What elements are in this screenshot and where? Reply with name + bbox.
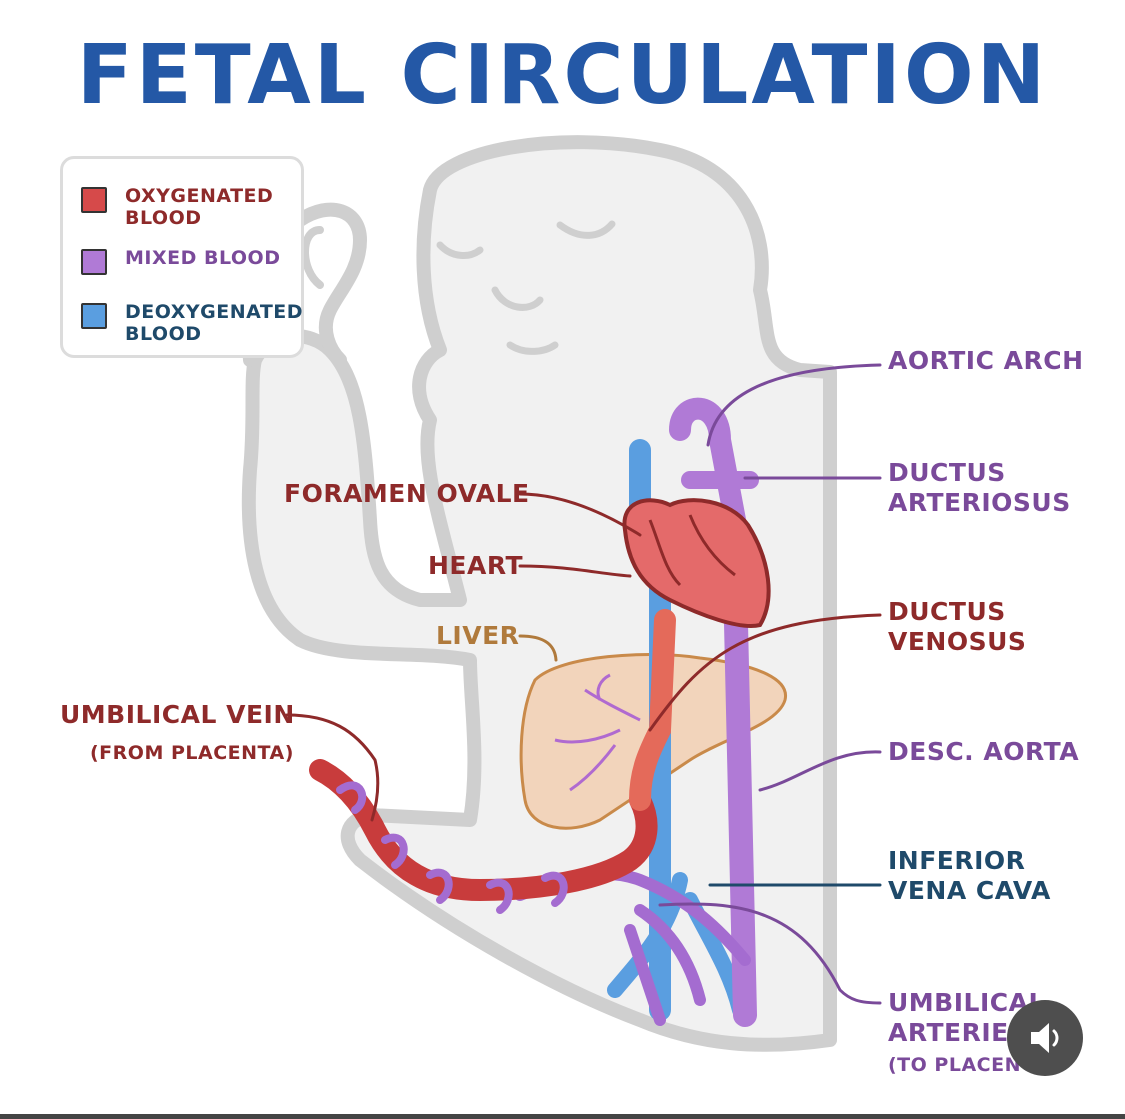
label-umbilical-arteries: UMBILICAL ARTERIES <box>888 988 1045 1047</box>
sound-toggle-button[interactable] <box>1007 1000 1083 1076</box>
heart-chambers <box>648 514 736 587</box>
fetus-ear <box>301 226 324 289</box>
label-desc-aorta: DESC. AORTA <box>888 737 1080 766</box>
descending-aorta <box>723 568 757 1027</box>
leader-umbilical-vein <box>285 713 380 822</box>
legend-swatch-oxygenated <box>81 187 107 213</box>
leader-liver <box>518 634 558 662</box>
label-umbilical-vein-note: (FROM PLACENTA) <box>90 742 294 764</box>
speaker-icon <box>1031 1023 1059 1053</box>
leader-ductus-venosus <box>648 613 882 732</box>
label-umbilical-vein: UMBILICAL VEIN <box>60 700 295 729</box>
leader-foramen-ovale <box>518 492 642 537</box>
legend-label-mixed: MIXED BLOOD <box>125 247 281 269</box>
ductus-venosus-vessel <box>629 609 676 811</box>
legend-label-deoxygenated: DEOXYGENATED BLOOD <box>125 301 304 345</box>
legend-swatch-deoxygenated <box>81 303 107 329</box>
aortic-arch <box>669 397 746 531</box>
umbilical-vein-vessel <box>309 759 658 902</box>
umbilical-vein-coils <box>336 781 568 914</box>
fetus-silhouette <box>241 135 837 1052</box>
label-ductus-venosus: DUCTUS VENOSUS <box>888 597 1027 656</box>
label-liver: LIVER <box>436 621 520 650</box>
page-title: FETAL CIRCULATION <box>76 28 1049 123</box>
label-aortic-arch: AORTIC ARCH <box>888 346 1084 375</box>
leader-lines <box>285 363 882 1005</box>
fetus-eye <box>556 220 616 239</box>
heart-shape <box>622 498 771 628</box>
fetus-eye-left <box>436 241 484 259</box>
bottom-border <box>0 1114 1125 1119</box>
leader-desc-aorta <box>758 750 882 792</box>
label-foramen-ovale: FORAMEN OVALE <box>284 479 530 508</box>
fetus-nose <box>491 286 544 311</box>
legend-label-oxygenated: OXYGENATED BLOOD <box>125 185 274 229</box>
label-heart: HEART <box>428 551 524 580</box>
leader-heart <box>518 564 632 578</box>
leader-aortic-arch <box>706 363 882 447</box>
liver-vessels <box>554 673 641 792</box>
fetus-mouth <box>506 341 559 355</box>
label-ductus-arteriosus: DUCTUS ARTERIOSUS <box>888 458 1071 517</box>
label-inferior-vena-cava: INFERIOR VENA CAVA <box>888 846 1051 905</box>
leader-umbilical-arteries <box>658 902 882 1005</box>
legend: OXYGENATED BLOOD MIXED BLOOD DEOXYGENATE… <box>60 156 304 358</box>
legend-swatch-mixed <box>81 249 107 275</box>
